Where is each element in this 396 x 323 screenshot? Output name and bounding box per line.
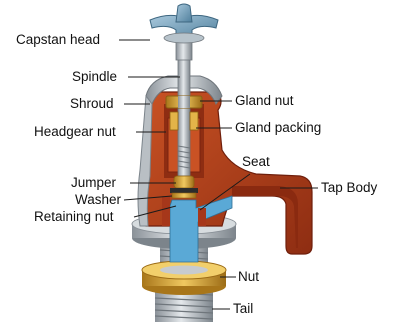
- label-seat: Seat: [242, 154, 270, 169]
- spindle-rod: [178, 58, 190, 176]
- jumper-assembly: [170, 176, 198, 198]
- label-retaining-nut: Retaining nut: [34, 209, 114, 224]
- label-nut: Nut: [238, 269, 259, 284]
- label-headgear-nut: Headgear nut: [34, 124, 116, 139]
- label-gland-packing: Gland packing: [235, 120, 321, 135]
- label-gland-nut: Gland nut: [235, 93, 294, 108]
- seat-block: [162, 196, 170, 226]
- back-nut: [142, 261, 226, 295]
- seat-block-right: [198, 208, 206, 226]
- label-jumper: Jumper: [71, 175, 117, 190]
- capstan-head: [150, 4, 218, 60]
- tap-illustration: [132, 4, 312, 322]
- label-tap-body: Tap Body: [321, 180, 378, 195]
- label-washer: Washer: [75, 192, 122, 207]
- label-tail: Tail: [233, 301, 253, 316]
- label-spindle: Spindle: [72, 69, 117, 84]
- label-capstan-head: Capstan head: [16, 32, 100, 47]
- label-shroud: Shroud: [70, 96, 114, 111]
- gland-nut: [166, 96, 202, 108]
